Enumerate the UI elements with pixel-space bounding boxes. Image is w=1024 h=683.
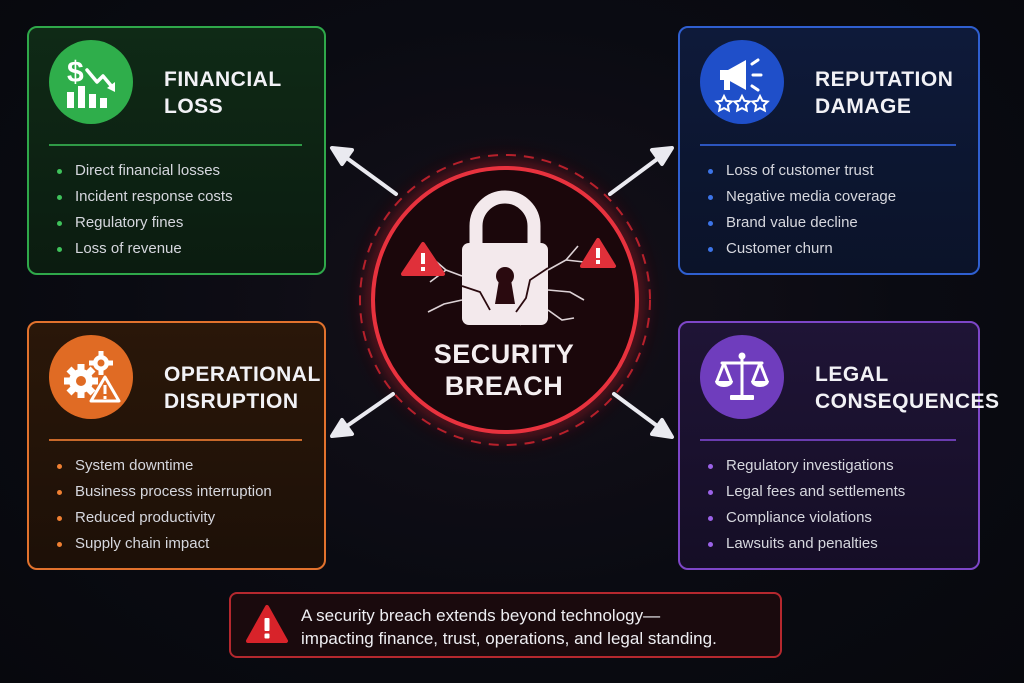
card-title: REPUTATION DAMAGE xyxy=(815,66,953,120)
card-title: LEGAL CONSEQUENCES xyxy=(815,361,1000,415)
dollar-chart-down-icon: $ xyxy=(49,40,133,124)
center-title: SECURITY BREACH xyxy=(404,338,604,402)
card-title-line1: LEGAL xyxy=(815,363,889,386)
list-item: Legal fees and settlements xyxy=(708,479,905,505)
summary-callout: A security breach extends beyond technol… xyxy=(229,592,782,658)
center-glow xyxy=(340,135,670,465)
warning-triangle-icon xyxy=(246,605,288,643)
card-title: OPERATIONAL DISRUPTION xyxy=(164,361,321,415)
list-item: Reduced productivity xyxy=(57,505,272,531)
megaphone-stars-icon xyxy=(700,40,784,124)
bullet-list: Regulatory investigations Legal fees and… xyxy=(708,453,905,557)
card-title: FINANCIAL LOSS xyxy=(164,66,282,120)
scales-of-justice-icon xyxy=(700,335,784,419)
divider xyxy=(700,144,956,146)
card-title-line2: LOSS xyxy=(164,95,224,118)
warning-icon-right xyxy=(580,238,616,268)
callout-text: A security breach extends beyond technol… xyxy=(301,604,717,650)
divider xyxy=(49,144,302,146)
broken-lock-icon xyxy=(427,190,585,326)
center-title-line2: BREACH xyxy=(444,371,564,401)
list-item: Loss of customer trust xyxy=(708,158,896,184)
card-title-line1: FINANCIAL xyxy=(164,68,282,91)
card-legal-consequences: LEGAL CONSEQUENCES Regulatory investigat… xyxy=(678,321,999,570)
list-item: Direct financial losses xyxy=(57,158,233,184)
bullet-list: Loss of customer trust Negative media co… xyxy=(708,158,896,262)
card-title-line2: CONSEQUENCES xyxy=(815,390,1000,413)
bullet-list: Direct financial losses Incident respons… xyxy=(57,158,233,262)
arrow-to-legal xyxy=(612,392,674,439)
warning-icon-left xyxy=(401,242,445,276)
card-title-line2: DAMAGE xyxy=(815,95,912,118)
arrow-to-operational xyxy=(330,392,395,438)
list-item: Regulatory fines xyxy=(57,210,233,236)
list-item: Negative media coverage xyxy=(708,184,896,210)
card-operational-disruption: OPERATIONAL DISRUPTION System downtime B… xyxy=(27,321,326,570)
list-item: Supply chain impact xyxy=(57,531,272,557)
card-title-line2: DISRUPTION xyxy=(164,390,299,413)
arrow-to-reputation xyxy=(608,146,674,196)
card-reputation-damage: REPUTATION DAMAGE Loss of customer trust… xyxy=(678,26,980,275)
bullet-list: System downtime Business process interru… xyxy=(57,453,272,557)
list-item: Brand value decline xyxy=(708,210,896,236)
arrow-to-financial xyxy=(330,146,398,196)
list-item: Regulatory investigations xyxy=(708,453,905,479)
card-financial-loss: $ FINANCIAL LOSS Direct financial losses… xyxy=(27,26,326,275)
list-item: Business process interruption xyxy=(57,479,272,505)
gears-warning-icon xyxy=(49,335,133,419)
list-item: Incident response costs xyxy=(57,184,233,210)
card-title-line1: REPUTATION xyxy=(815,68,954,91)
list-item: Customer churn xyxy=(708,236,896,262)
list-item: Loss of revenue xyxy=(57,236,233,262)
card-title-line1: OPERATIONAL xyxy=(164,363,321,386)
callout-line1: A security breach extends beyond technol… xyxy=(301,606,661,625)
list-item: System downtime xyxy=(57,453,272,479)
divider xyxy=(49,439,302,441)
svg-text:$: $ xyxy=(67,56,84,89)
callout-line2: impacting finance, trust, operations, an… xyxy=(301,629,717,648)
list-item: Compliance violations xyxy=(708,505,905,531)
list-item: Lawsuits and penalties xyxy=(708,531,905,557)
center-title-line1: SECURITY xyxy=(433,339,575,369)
divider xyxy=(700,439,956,441)
